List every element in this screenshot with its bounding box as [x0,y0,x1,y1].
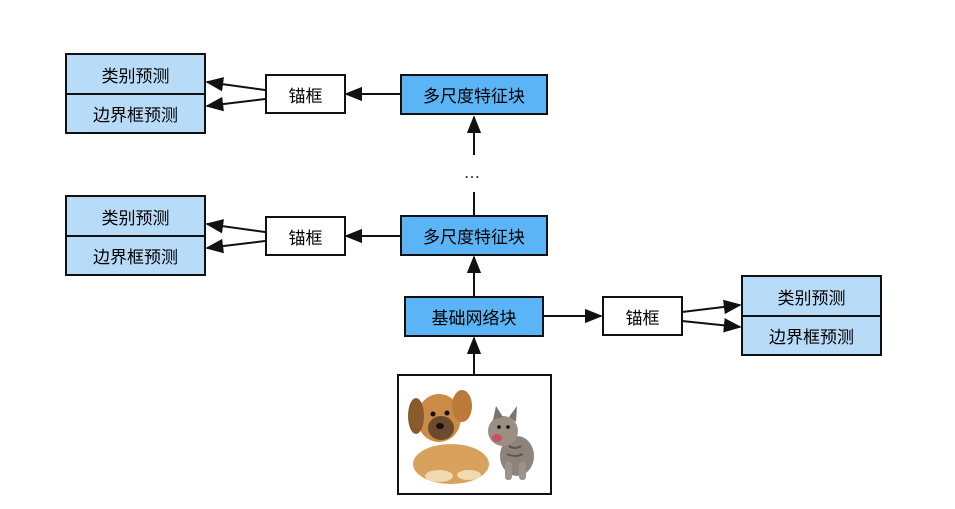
class-prediction-1: 类别预测 [65,53,206,94]
multiscale-block-1: 多尺度特征块 [400,215,548,256]
edge-anchor-3-to-bbox [681,318,742,333]
bbox-prediction-3: 边界框预测 [741,316,882,356]
anchor-box-1: 锚框 [265,74,346,114]
bbox-prediction-1: 边界框预测 [65,94,206,134]
base-network-block: 基础网络块 [404,296,544,337]
anchor-box-2: 锚框 [265,216,346,256]
multiscale-block-2: 多尺度特征块 [400,74,548,115]
puppy-kitten-illustration [408,390,534,484]
edge-anchor-1-to-class [205,77,266,92]
edge-anchor-3-to-class [681,299,742,315]
edge-anchor-1-to-bbox [205,96,266,112]
input-image [397,374,552,495]
class-prediction-3: 类别预测 [741,275,882,316]
class-prediction-2: 类别预测 [65,195,206,236]
bbox-prediction-2: 边界框预测 [65,236,206,276]
anchor-box-3: 锚框 [602,296,683,336]
edge-anchor-2-to-bbox [205,238,266,254]
edge-anchor-2-to-class [205,219,266,234]
ellipsis: … [464,163,480,182]
